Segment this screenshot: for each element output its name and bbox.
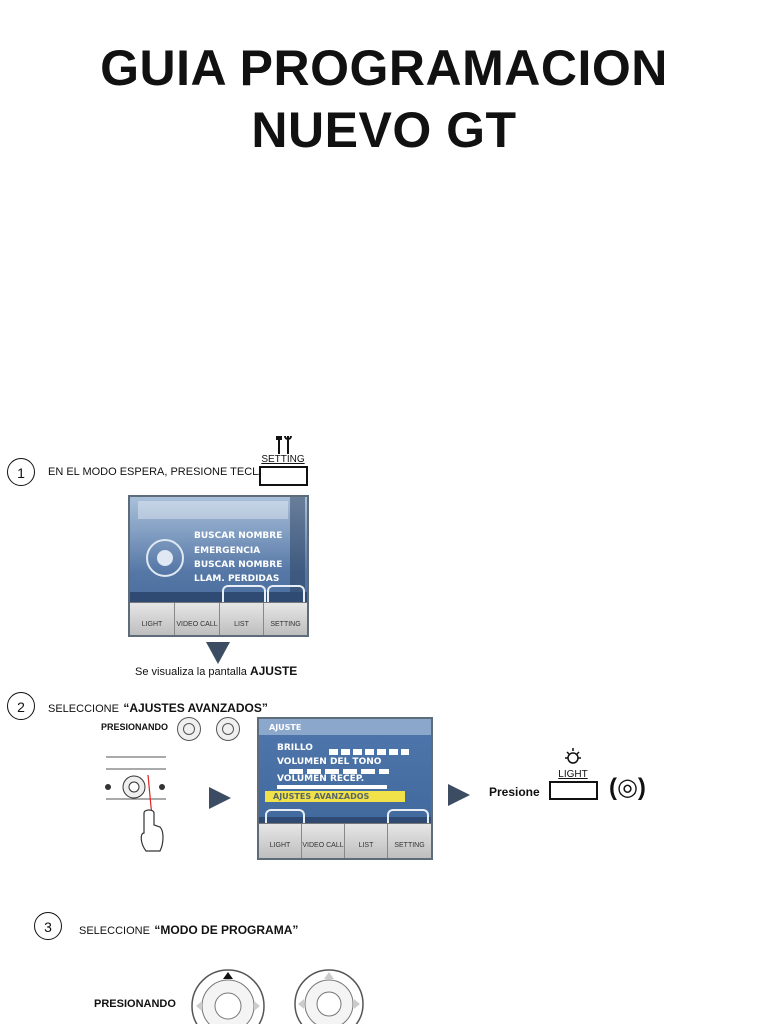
screen-button-list: LIST xyxy=(220,603,264,635)
dial-down-icon xyxy=(216,717,240,741)
step-3-verb: SELECCIONE xyxy=(79,925,150,937)
screen-button-setting: SETTING xyxy=(264,603,307,635)
screen2-button-list: LIST xyxy=(345,824,388,858)
page-title-line2: NUEVO GT xyxy=(251,102,517,158)
setting-key-label: SETTING xyxy=(261,454,305,465)
step-1-number: 1 xyxy=(7,458,35,486)
screen-button-light: LIGHT xyxy=(130,603,175,635)
screen2-button-light: LIGHT xyxy=(259,824,302,858)
receiver-volume-item: VOLUMEN RECEP. xyxy=(277,774,365,784)
right-arrow-icon-2 xyxy=(448,784,470,806)
right-arrow-icon-1 xyxy=(209,787,231,809)
wrench-screwdriver-icon xyxy=(275,434,293,456)
caption-screen-name: AJUSTE xyxy=(249,664,298,678)
ajuste-settings-screen: AJUSTE BRILLO VOLUMEN DEL TONO VOLUMEN R… xyxy=(257,717,433,860)
screen-menu-item-4: LLAM. PERDIDAS xyxy=(194,574,280,584)
dial-up-icon xyxy=(177,717,201,741)
setting-key[interactable] xyxy=(259,466,308,486)
light-bulb-icon xyxy=(562,746,584,768)
press-label: Presione xyxy=(489,785,540,799)
selected-row-highlight xyxy=(265,791,405,802)
down-arrow-icon xyxy=(206,642,230,664)
screen-menu-item-3: BUSCAR NOMBRE xyxy=(194,560,283,570)
keypad-press-illustration xyxy=(104,747,168,857)
step-3-number: 3 xyxy=(34,912,62,940)
step-2-instruction: SELECCIONE “AJUSTES AVANZADOS” xyxy=(48,699,268,717)
advanced-settings-item: AJUSTES AVANZADOS xyxy=(273,792,370,801)
step-1-instruction: EN EL MODO ESPERA, PRESIONE TECLA xyxy=(48,466,266,478)
brillo-level-bar xyxy=(329,749,409,755)
dial-pad-up-icon xyxy=(190,968,266,1024)
screen-menu-item-1: BUSCAR NOMBRE xyxy=(194,531,283,541)
step-2-pressing-label: PRESIONANDO xyxy=(101,722,169,732)
step-2-target: “AJUSTES AVANZADOS” xyxy=(123,701,268,715)
light-key-label: LIGHT xyxy=(558,769,588,780)
setting-tab-icon xyxy=(267,585,305,603)
target-symbol: (◎) xyxy=(609,774,646,801)
dial-pad-idle-icon xyxy=(293,968,365,1024)
brillo-item: BRILLO xyxy=(277,743,313,753)
screen2-button-video-call: VIDEO CALL xyxy=(302,824,345,858)
step-1-caption: Se visualiza la pantalla AJUSTE xyxy=(135,664,297,678)
step-2-number: 2 xyxy=(7,692,35,720)
back-tab-icon xyxy=(387,809,429,825)
list-tab-icon xyxy=(222,585,266,603)
ajuste-standby-screen: BUSCAR NOMBRE EMERGENCIA BUSCAR NOMBRE L… xyxy=(128,495,309,637)
page-title-line1: GUIA PROGRAMACION xyxy=(100,40,668,96)
screen-button-video-call: VIDEO CALL xyxy=(175,603,220,635)
step-3-target: “MODO DE PROGRAMA” xyxy=(154,923,299,937)
navigation-ring-icon xyxy=(146,539,184,577)
step-3-pressing-label: PRESIONANDO xyxy=(94,998,176,1010)
screen2-button-setting: SETTING xyxy=(388,824,431,858)
step-3-instruction: SELECCIONE “MODO DE PROGRAMA” xyxy=(79,921,298,939)
screen-header: AJUSTE xyxy=(269,723,302,732)
caption-prefix: Se visualiza la pantalla xyxy=(135,666,247,678)
light-key[interactable] xyxy=(549,781,598,800)
tone-level-bar xyxy=(289,769,389,774)
screen-menu-item-2: EMERGENCIA xyxy=(194,546,261,556)
step-2-verb: SELECCIONE xyxy=(48,703,119,715)
tone-volume-item: VOLUMEN DEL TONO xyxy=(277,757,382,767)
confirm-tab-icon xyxy=(265,809,305,825)
